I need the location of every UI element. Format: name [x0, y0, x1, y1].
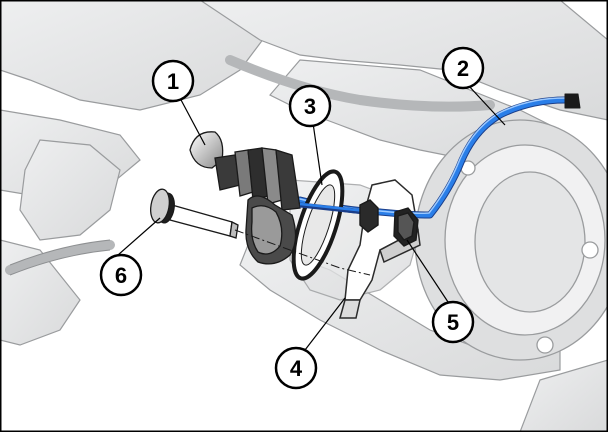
callout-2-label: 2: [457, 56, 469, 81]
callout-6-label: 6: [115, 263, 127, 288]
rubber-boot: [189, 131, 301, 265]
ghost-tube-outlines: [9, 239, 111, 276]
bolt: [150, 188, 239, 239]
callout-4-label: 4: [290, 356, 303, 381]
callout-6: 6: [99, 253, 143, 297]
housing-ring: [414, 119, 608, 361]
nuts: [359, 199, 419, 247]
callout-3: 3: [288, 84, 332, 128]
callout-5: 5: [431, 300, 475, 344]
callout-3-label: 3: [304, 94, 316, 119]
sealing-washer: [291, 169, 345, 281]
assembly-axis: [234, 229, 371, 276]
callout-4: 4: [274, 346, 318, 390]
callout-2: 2: [441, 46, 485, 90]
callout-1-label: 1: [167, 69, 179, 94]
callout-5-label: 5: [447, 310, 459, 335]
leader-lines: [117, 84, 506, 351]
callout-1: 1: [151, 59, 195, 103]
ghost-tubes: [5, 55, 495, 275]
callouts: 1 2 3 4 5 6: [99, 46, 485, 390]
